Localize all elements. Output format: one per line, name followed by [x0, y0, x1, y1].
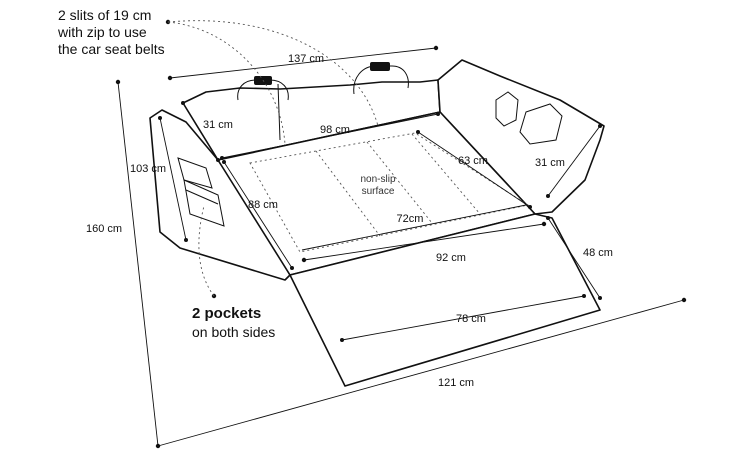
left-pockets	[177, 157, 225, 227]
dim-31-left: 31 cm	[203, 119, 233, 131]
seatbelt-buckle-right	[353, 62, 409, 95]
dim-72: 72cm	[397, 213, 424, 225]
pockets-note-line1: 2 pockets	[192, 305, 261, 322]
right-pockets	[495, 91, 563, 145]
right-side-panel	[437, 59, 605, 215]
dim-160: 160 cm	[86, 223, 122, 235]
front-flap	[289, 213, 601, 387]
slits-note-line1: 2 slits of 19 cm	[58, 7, 151, 23]
dim-78: 78 cm	[456, 313, 486, 325]
surface-label-line2: surface	[362, 186, 395, 197]
surface-label-line1: non-slip	[360, 174, 395, 185]
dim-121: 121 cm	[438, 377, 474, 389]
slits-callout-leader-right	[167, 20, 379, 127]
pockets-callout-leader	[198, 205, 215, 297]
pockets-note-line2: on both sides	[192, 324, 275, 340]
dim-48: 48 cm	[583, 247, 613, 259]
dim-103: 103 cm	[130, 163, 166, 175]
dim-137: 137 cm	[288, 53, 324, 65]
slits-note-line2: with zip to use	[57, 24, 147, 40]
slits-callout-leader-left	[167, 21, 286, 145]
dim-88: 88 cm	[248, 199, 278, 211]
slits-note-line3: the car seat belts	[58, 41, 165, 57]
dim-92: 92 cm	[436, 252, 466, 264]
dim-98: 98 cm	[320, 124, 350, 136]
dim-31-right: 31 cm	[535, 157, 565, 169]
dim-63: 63 cm	[458, 155, 488, 167]
non-slip-area	[249, 132, 530, 253]
